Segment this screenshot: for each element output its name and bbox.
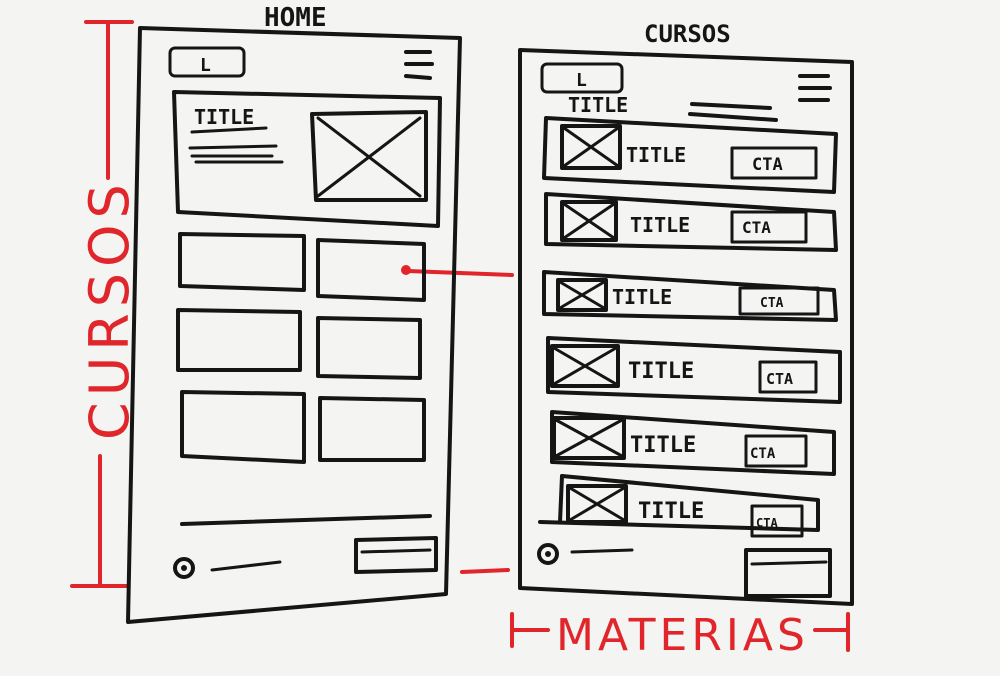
cta-label: CTA: [750, 446, 776, 462]
home-hero-image-placeholder: [310, 110, 428, 202]
course-card[interactable]: [316, 316, 422, 380]
list-item[interactable]: TITLE CTA: [550, 410, 836, 476]
list-item-image: [560, 124, 622, 170]
cta-button[interactable]: CTA: [738, 286, 820, 316]
courses-list: TITLE CTA TITLE CTA: [538, 116, 842, 538]
courses-logo[interactable]: L: [540, 62, 624, 94]
courses-header-subtitle-line: [690, 102, 772, 110]
home-footer-button[interactable]: [354, 536, 438, 574]
home-footer-avatar: [173, 557, 195, 579]
courses-footer: [537, 543, 832, 598]
home-menu-icon[interactable]: [404, 50, 434, 80]
list-item[interactable]: TITLE CTA: [542, 116, 838, 194]
home-course-grid: [176, 232, 426, 464]
list-item[interactable]: TITLE CTA: [544, 192, 838, 252]
list-item[interactable]: TITLE CTA: [542, 270, 838, 322]
course-card[interactable]: [318, 396, 426, 462]
courses-phone-frame: [518, 48, 854, 606]
cta-label: CTA: [766, 370, 793, 388]
list-item-image: [552, 416, 626, 460]
home-footer: [173, 536, 438, 579]
courses-menu-icon[interactable]: [798, 74, 832, 102]
home-divider: [180, 514, 432, 526]
list-item-title: TITLE: [630, 213, 690, 237]
cta-button[interactable]: CTA: [730, 210, 808, 244]
courses-screen-title: CURSOS: [644, 20, 731, 48]
cta-label: CTA: [752, 155, 783, 175]
courses-footer-avatar: [537, 543, 559, 565]
left-bracket-label: CURSOS: [78, 178, 141, 440]
home-logo-letter: L: [200, 55, 211, 76]
list-item[interactable]: TITLE CTA: [546, 336, 842, 404]
list-item-image: [556, 278, 608, 312]
list-item-title: TITLE: [628, 359, 694, 384]
cta-button[interactable]: CTA: [730, 146, 818, 180]
courses-logo-letter: L: [576, 70, 587, 91]
home-hero-card: TITLE: [172, 90, 442, 228]
list-item-title: TITLE: [612, 285, 672, 309]
list-item-title: TITLE: [630, 433, 696, 458]
courses-header-title: TITLE: [568, 93, 628, 117]
home-logo[interactable]: L: [168, 46, 246, 78]
list-item-image: [550, 344, 620, 388]
cta-label: CTA: [760, 296, 784, 311]
courses-footer-button[interactable]: [744, 548, 832, 598]
cta-button[interactable]: CTA: [758, 360, 818, 394]
course-card[interactable]: [176, 308, 302, 372]
cta-button[interactable]: CTA: [750, 504, 804, 538]
connector-arrow: [401, 265, 514, 574]
list-item-title: TITLE: [626, 143, 686, 167]
home-screen-title: HOME: [264, 3, 327, 33]
course-card[interactable]: [316, 238, 426, 302]
course-card[interactable]: [180, 390, 306, 464]
home-phone-frame: [126, 26, 462, 624]
bottom-bracket-label: MATERIAS: [556, 610, 809, 661]
home-hero-title: TITLE: [194, 105, 254, 129]
list-item[interactable]: TITLE CTA: [538, 474, 820, 538]
cta-label: CTA: [756, 516, 778, 530]
course-card[interactable]: [178, 232, 306, 292]
list-item-title: TITLE: [638, 499, 704, 524]
bottom-bracket: MATERIAS: [510, 610, 850, 661]
cta-button[interactable]: CTA: [744, 434, 808, 468]
list-item-image: [566, 484, 628, 524]
left-bracket: CURSOS: [70, 20, 141, 588]
list-item-image: [560, 200, 618, 242]
cta-label: CTA: [742, 218, 771, 237]
